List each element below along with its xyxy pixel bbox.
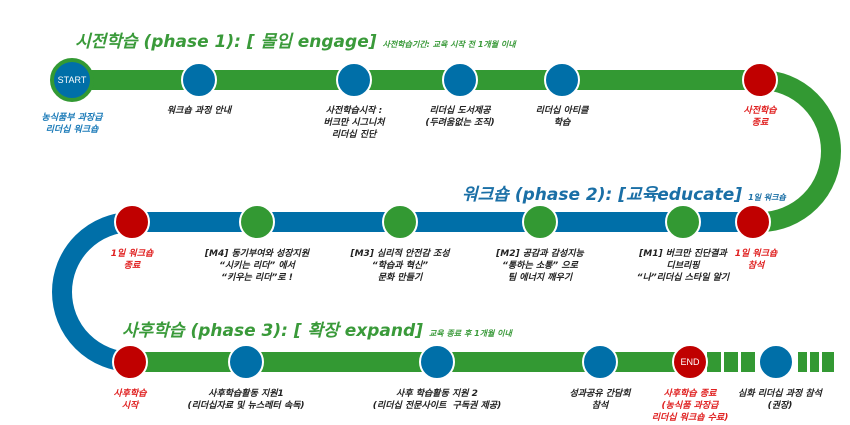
node-label: 1일 워크숍 종료 bbox=[110, 249, 154, 271]
start-label: START bbox=[57, 75, 87, 85]
node-label: 리더십 아티클 학습 bbox=[535, 106, 589, 128]
milestone-node bbox=[336, 62, 372, 98]
milestone-node bbox=[181, 62, 217, 98]
node-label: 사후 학습활동 지원 2 (리더십 전문사이트 구독권 제공) bbox=[372, 389, 502, 411]
phase2-subtitle: 1일 워크숍 bbox=[748, 193, 786, 202]
phase2-curve bbox=[52, 212, 133, 372]
phase1-curve bbox=[759, 70, 841, 232]
milestone-node bbox=[758, 344, 794, 380]
node-label: 사후학습 종료 (농식품 과장급 리더십 워크숍 수료) bbox=[651, 389, 729, 423]
milestone-node bbox=[735, 204, 771, 240]
node-label: 리더십 도서제공 (두려움없는 조직) bbox=[425, 106, 495, 128]
end-node: END bbox=[672, 344, 708, 380]
phase3-title-text: 사후학습 (phase 3): [ 확장 expand] bbox=[122, 321, 423, 341]
start-node: START bbox=[50, 58, 94, 102]
milestone-node bbox=[112, 344, 148, 380]
node-label: 사전학습 종료 bbox=[743, 106, 777, 128]
node-label: 사전학습시작 : 버크만 시그니처 리더십 진단 bbox=[323, 106, 385, 140]
phase2-track bbox=[132, 212, 757, 232]
milestone-node bbox=[114, 204, 150, 240]
milestone-node bbox=[419, 344, 455, 380]
module-node bbox=[239, 204, 275, 240]
phase3-subtitle: 교육 종료 후 1개월 이내 bbox=[428, 329, 512, 338]
milestone-node bbox=[582, 344, 618, 380]
module-node bbox=[665, 204, 701, 240]
end-label: END bbox=[680, 357, 700, 367]
node-label: 1일 워크숍 참석 bbox=[734, 249, 778, 271]
node-label: 워크숍 과정 안내 bbox=[166, 106, 232, 116]
phase1-title: 시전학습 (phase 1): [ 몰입 engage] 사전학습기간: 교육 시… bbox=[75, 27, 516, 52]
node-label: [M3] 심리적 안전감 조성 “학습과 혁신” 문화 만들기 bbox=[350, 249, 450, 283]
milestone-node-end bbox=[742, 62, 778, 98]
milestone-node bbox=[442, 62, 478, 98]
milestone-node bbox=[544, 62, 580, 98]
phase1-subtitle: 사전학습기간: 교육 시작 전 1개월 이내 bbox=[382, 40, 516, 49]
node-label: 사후학습활동 지원1 (리더십자료 및 뉴스레터 속독) bbox=[187, 389, 305, 411]
node-label: [M2] 공감과 감성지능 “통하는 소통” 으로 팀 에너지 깨우기 bbox=[496, 249, 584, 283]
phase1-title-text: 시전학습 (phase 1): [ 몰입 engage] bbox=[75, 32, 377, 52]
module-node bbox=[522, 204, 558, 240]
node-label: [M1] 버크만 진단결과 디브리핑 “나”리더십 스타일 알기 bbox=[636, 249, 730, 283]
phase2-title-text: 워크숍 (phase 2): [교육educate] bbox=[462, 185, 743, 205]
phase3-dashed-track bbox=[707, 352, 834, 372]
node-label: 성과공유 간담회 참석 bbox=[569, 389, 631, 411]
phase3-title: 사후학습 (phase 3): [ 확장 expand] 교육 종료 후 1개월 … bbox=[122, 316, 512, 341]
phase3-track bbox=[130, 352, 705, 372]
phase1-track bbox=[90, 70, 760, 90]
phase2-title: 워크숍 (phase 2): [교육educate] 1일 워크숍 bbox=[462, 180, 786, 205]
node-label: 사후학습 시작 bbox=[113, 389, 147, 411]
milestone-node bbox=[228, 344, 264, 380]
node-label: 농식품부 과장급 리더십 워크숍 bbox=[41, 113, 103, 135]
node-label: 심화 리더십 과정 참석 (권장) bbox=[738, 389, 822, 411]
node-label: [M4] 동기부여와 성장지원 “시키는 리더” 에서 “키우는 리더”로 ! bbox=[204, 249, 310, 283]
module-node bbox=[382, 204, 418, 240]
